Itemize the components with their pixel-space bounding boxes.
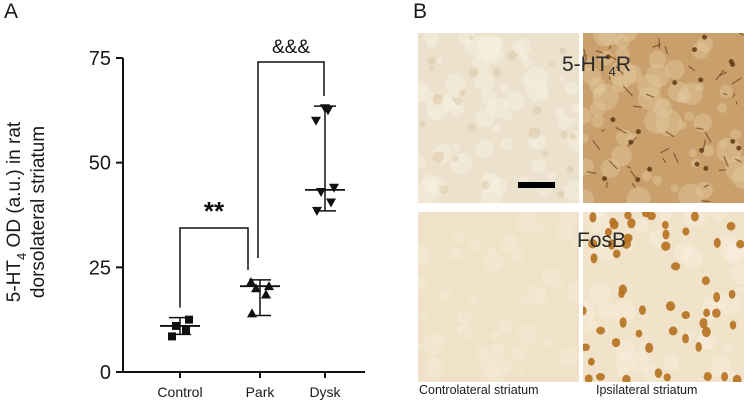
y-tick-label: 0	[100, 362, 111, 384]
y-tick-label: 25	[89, 257, 111, 279]
data-point-square	[182, 326, 190, 335]
data-point-triangle-down	[326, 198, 336, 208]
data-point-triangle-up	[246, 276, 256, 286]
data-point-triangle-down	[312, 206, 322, 216]
data-point-triangle-down	[329, 183, 339, 193]
data-point-triangle-down	[320, 104, 330, 114]
data-point-triangle-up	[261, 289, 271, 299]
data-point-triangle-up	[247, 308, 257, 318]
significance-label: &&&	[272, 37, 310, 58]
column-label-ipsilateral: Ipsilateral striatum	[596, 383, 698, 397]
stain-label-suffix: R	[615, 53, 632, 76]
micrograph-fosb-ipsilateral	[583, 212, 744, 382]
data-point-square	[185, 315, 193, 324]
x-tick-label: Control	[157, 384, 202, 400]
y-tick-label: 50	[89, 153, 111, 175]
data-point-triangle-down	[316, 187, 326, 197]
panel-a-letter: A	[4, 0, 19, 23]
micrograph-5ht4r-contralateral	[418, 33, 579, 203]
x-tick-label: Dysk	[309, 384, 341, 400]
scale-bar	[518, 182, 555, 188]
stain-label-fosb: FosB	[577, 229, 627, 252]
y-axis-label-prefix: 5-HT	[4, 260, 25, 303]
data-point-square	[172, 321, 180, 330]
y-axis-label-line2: dorsolateral striatum	[28, 126, 49, 298]
significance-label: **	[204, 196, 225, 226]
stain-label-prefix: 5-HT	[562, 53, 609, 76]
chart-marks: ** &&&	[160, 37, 345, 341]
stain-label-5ht4r: 5-HT4R	[562, 53, 631, 79]
y-axis-label-subscript: 4	[14, 253, 29, 260]
stain-label-subscript: 4	[608, 64, 616, 79]
data-point-triangle-up	[264, 281, 274, 291]
tissue-background	[583, 33, 744, 203]
micrograph-fosb-contralateral	[418, 212, 579, 382]
panel-b-letter: B	[413, 0, 428, 23]
micrograph-5ht4r-ipsilateral	[583, 33, 744, 203]
data-point-triangle-down	[311, 116, 321, 126]
column-label-contralateral: Controlateral striatum	[419, 383, 539, 397]
y-axis-label-rest: OD (a.u.) in rat	[4, 121, 25, 253]
data-point-square	[168, 332, 176, 341]
y-tick-label: 75	[89, 48, 111, 70]
significance-bracket	[257, 61, 325, 258]
data-point-triangle-up	[251, 283, 261, 293]
y-axis-label: 5-HT4 OD (a.u.) in rat	[4, 121, 29, 302]
x-tick-label: Park	[246, 384, 276, 400]
significance-bracket	[179, 227, 249, 308]
